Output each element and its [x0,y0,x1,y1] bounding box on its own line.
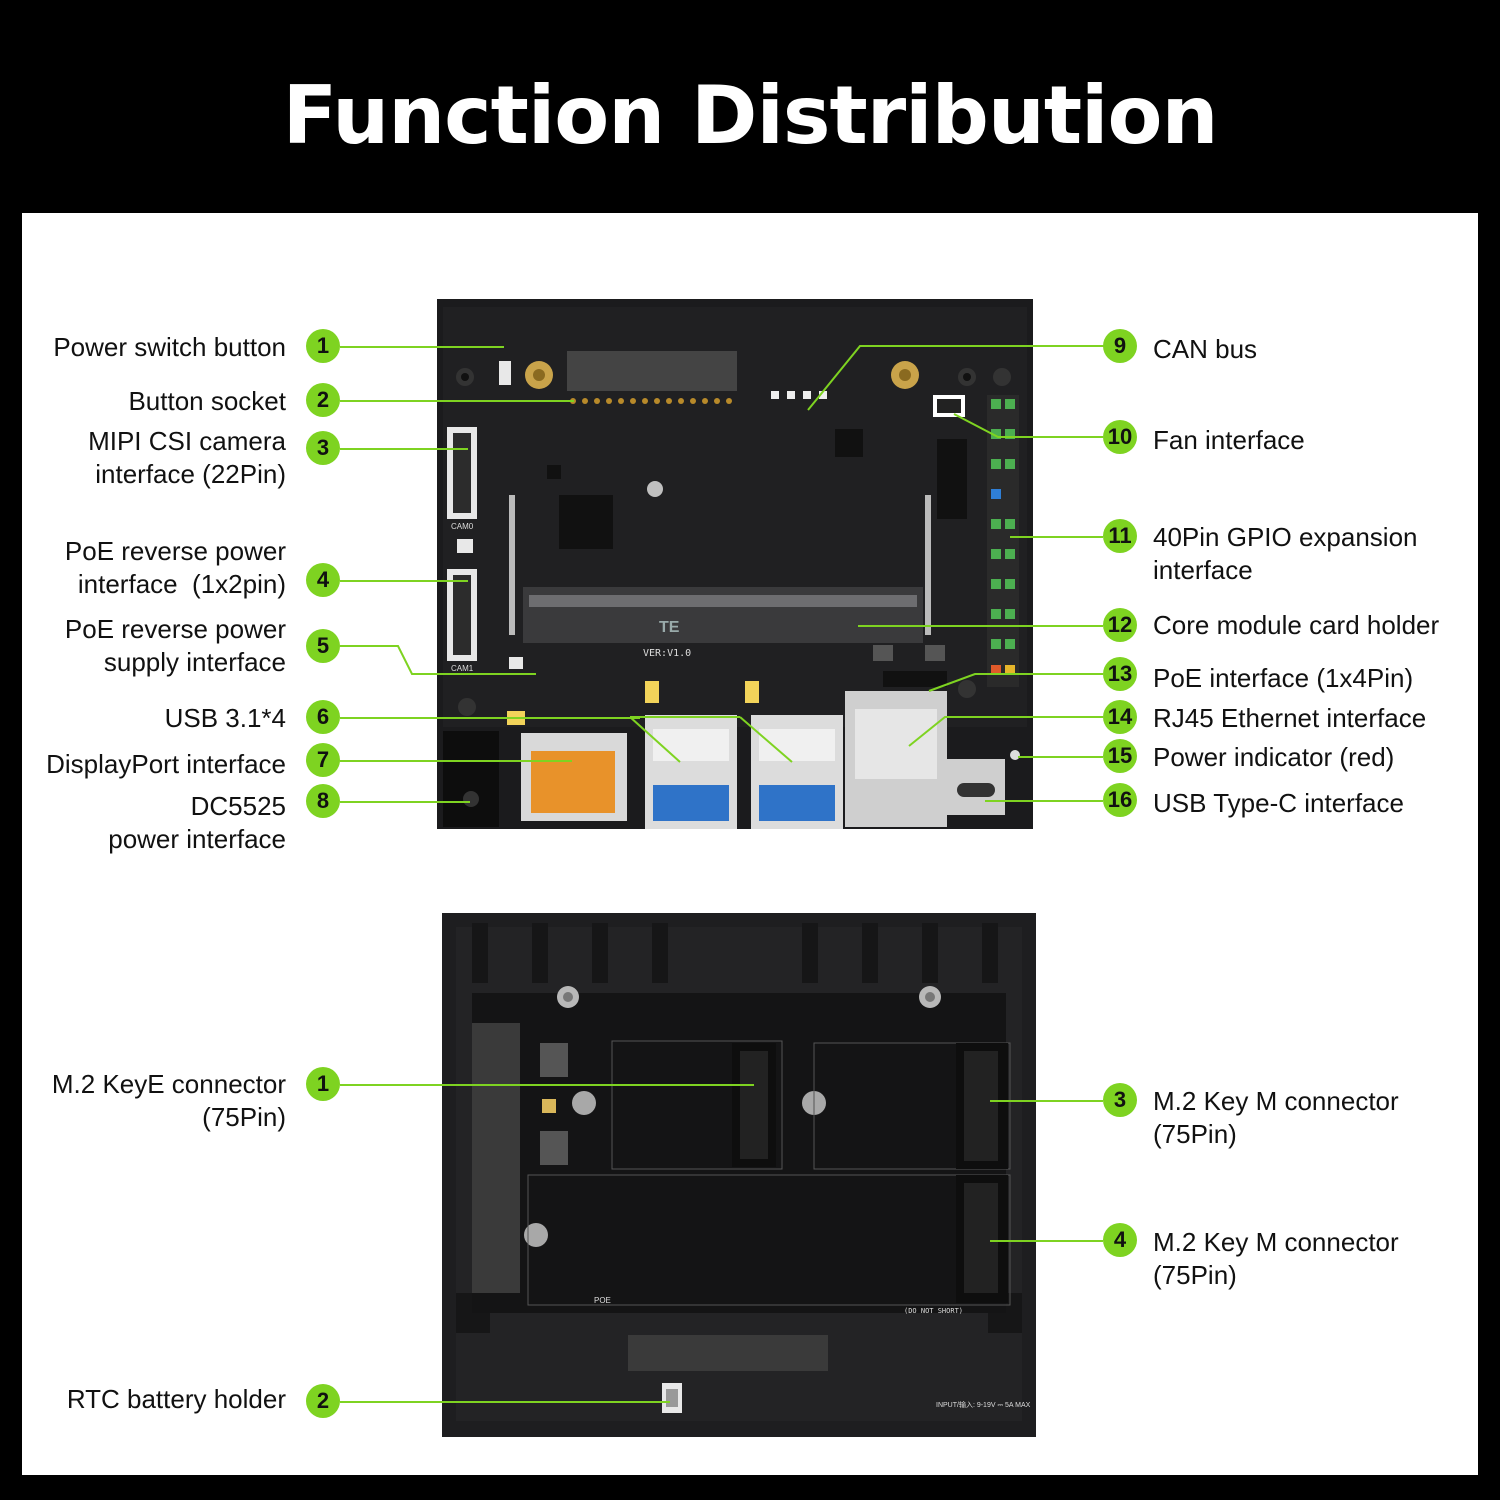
callout-badge-bottom-1: 1 [306,1067,340,1101]
input-silkscreen: INPUT/输入: 9-19V ⎓ 5A MAX [936,1400,1031,1409]
callout-label-dc5525: DC5525 power interface [108,790,286,856]
callout-label-fan-interface: Fan interface [1153,425,1305,455]
callout-label-gpio-text: 40Pin GPIO expansion interface [1153,522,1418,585]
callout-label-button-socket: Button socket [128,386,286,416]
leader-line-6 [340,717,640,719]
callout-badge-11: 11 [1103,519,1137,553]
callout-label-power-switch-button: Power switch button [53,332,286,362]
callout-badge-6: 6 [306,700,340,734]
callout-badge-1: 1 [306,329,340,363]
callout-badge-12: 12 [1103,608,1137,642]
callout-label-dc5525-text: DC5525 power interface [108,791,286,854]
callout-label-m2-keym-upper: M.2 Key M connector (75Pin) [1153,1085,1399,1151]
cam1-silkscreen: CAM1 [451,664,474,673]
callout-badge-16: 16 [1103,783,1137,817]
do-not-short-silkscreen: (DO NOT SHORT) [904,1307,963,1315]
leader-line-9 [807,345,1108,411]
callout-label-m2-keym-lower: M.2 Key M connector (75Pin) [1153,1226,1399,1292]
leader-line-bottom-2 [340,1401,670,1403]
leader-line-12 [858,625,1103,627]
leader-line-5 [340,645,536,675]
leader-line-2 [340,400,574,402]
callout-badge-bottom-2: 2 [306,1384,340,1418]
leader-line-7 [340,760,572,762]
callout-badge-14: 14 [1103,700,1137,734]
version-silkscreen: VER:V1.0 [643,648,691,659]
leader-line-13 [928,673,1103,692]
callout-label-m2-keym-lower-text: M.2 Key M connector (75Pin) [1153,1227,1399,1290]
leader-line-bottom-4 [990,1240,1103,1242]
callout-label-power-indicator: Power indicator (red) [1153,742,1395,772]
top-carrier-board-illustration: CAM0 CAM1 TE VER:V1.0 [437,299,1033,829]
callout-label-rtc-battery-holder: RTC battery holder [66,1384,286,1414]
leader-line-15 [1018,756,1103,758]
leader-line-4 [340,580,468,582]
callout-badge-5: 5 [306,629,340,663]
callout-badge-bottom-3: 3 [1103,1083,1137,1117]
callout-badge-2: 2 [306,383,340,417]
leader-line-8 [340,801,470,803]
callout-label-displayport: DisplayPort interface [46,749,286,779]
callout-label-core-module-card-holder: Core module card holder [1153,610,1440,640]
leader-line-6-branches [630,716,793,763]
callout-label-poe-reverse-power-interface-text: PoE reverse power interface (1x2pin) [64,536,286,599]
callout-label-poe-reverse-power-interface: PoE reverse power interface (1x2pin) [65,535,286,601]
leader-line-10 [953,413,1103,438]
leader-line-14 [908,716,1103,747]
callout-badge-bottom-4: 4 [1103,1223,1137,1257]
leader-line-16 [985,800,1103,802]
callout-label-poe-reverse-supply-interface: PoE reverse power supply interface [65,613,286,679]
poe-silkscreen: POE [594,1296,611,1305]
callout-label-poe-reverse-supply-interface-text: PoE reverse power supply interface [64,614,286,677]
leader-line-3 [340,448,468,450]
callout-badge-4: 4 [306,563,340,597]
callout-badge-7: 7 [306,743,340,777]
callout-badge-3: 3 [306,431,340,465]
leader-line-1 [340,346,504,348]
leader-line-bottom-1 [340,1084,754,1086]
callout-label-usb-3-1: USB 3.1*4 [164,703,286,733]
cam0-silkscreen: CAM0 [451,522,474,531]
callout-label-mipi-csi-camera-text: MIPI CSI camera interface (22Pin) [88,426,286,489]
callout-badge-15: 15 [1103,739,1137,773]
page-title: Function Distribution [282,69,1219,162]
callout-badge-10: 10 [1103,420,1137,454]
leader-line-bottom-3 [990,1100,1103,1102]
callout-label-m2-keym-upper-text: M.2 Key M connector (75Pin) [1153,1086,1399,1149]
callout-badge-8: 8 [306,784,340,818]
callout-label-can-bus: CAN bus [1153,334,1258,364]
callout-label-m2-keye: M.2 KeyE connector (75Pin) [52,1068,286,1134]
callout-label-usb-type-c: USB Type-C interface [1153,788,1404,818]
callout-label-mipi-csi-camera: MIPI CSI camera interface (22Pin) [88,425,286,491]
leader-line-11 [1010,536,1103,538]
callout-label-m2-keye-text: M.2 KeyE connector (75Pin) [51,1069,286,1132]
callout-label-gpio: 40Pin GPIO expansion interface [1153,521,1418,587]
callout-label-rj45: RJ45 Ethernet interface [1153,703,1427,733]
callout-label-poe-interface: PoE interface (1x4Pin) [1153,663,1414,693]
callout-badge-13: 13 [1103,657,1137,691]
te-logo-silkscreen: TE [659,619,680,636]
bottom-carrier-board-illustration: POE (DO NOT SHORT) INPUT/输入: 9-19V ⎓ 5A … [442,913,1036,1437]
callout-badge-9: 9 [1103,329,1137,363]
